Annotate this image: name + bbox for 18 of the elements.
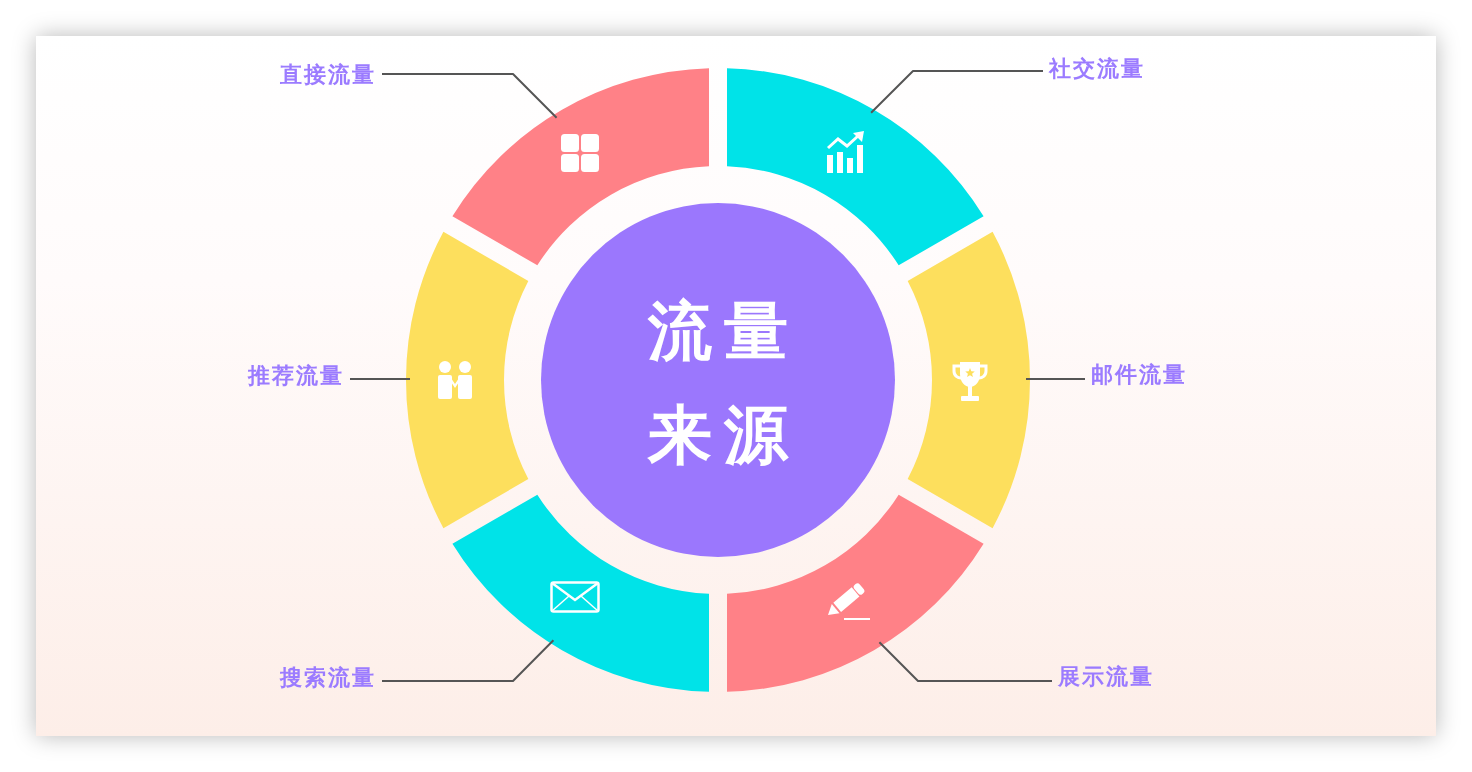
leader-line [349,377,411,380]
callout-label: 推荐流量 [248,363,344,389]
ring-segment [727,68,984,266]
leader-line [878,641,1053,682]
callout-label: 直接流量 [280,62,376,88]
leader-line [1025,377,1086,380]
callout-label: 社交流量 [1049,56,1145,82]
ring-segment [726,494,984,692]
ring-segment [452,494,709,692]
leader-line [870,70,1044,114]
callout-label: 展示流量 [1058,664,1154,690]
callout-label: 搜索流量 [280,665,376,691]
leader-line [381,73,558,119]
ring-segment [406,231,529,529]
leader-line [381,639,555,682]
callout-label: 邮件流量 [1091,362,1187,388]
ring-segment [907,231,1030,529]
ring-segment [452,68,709,266]
